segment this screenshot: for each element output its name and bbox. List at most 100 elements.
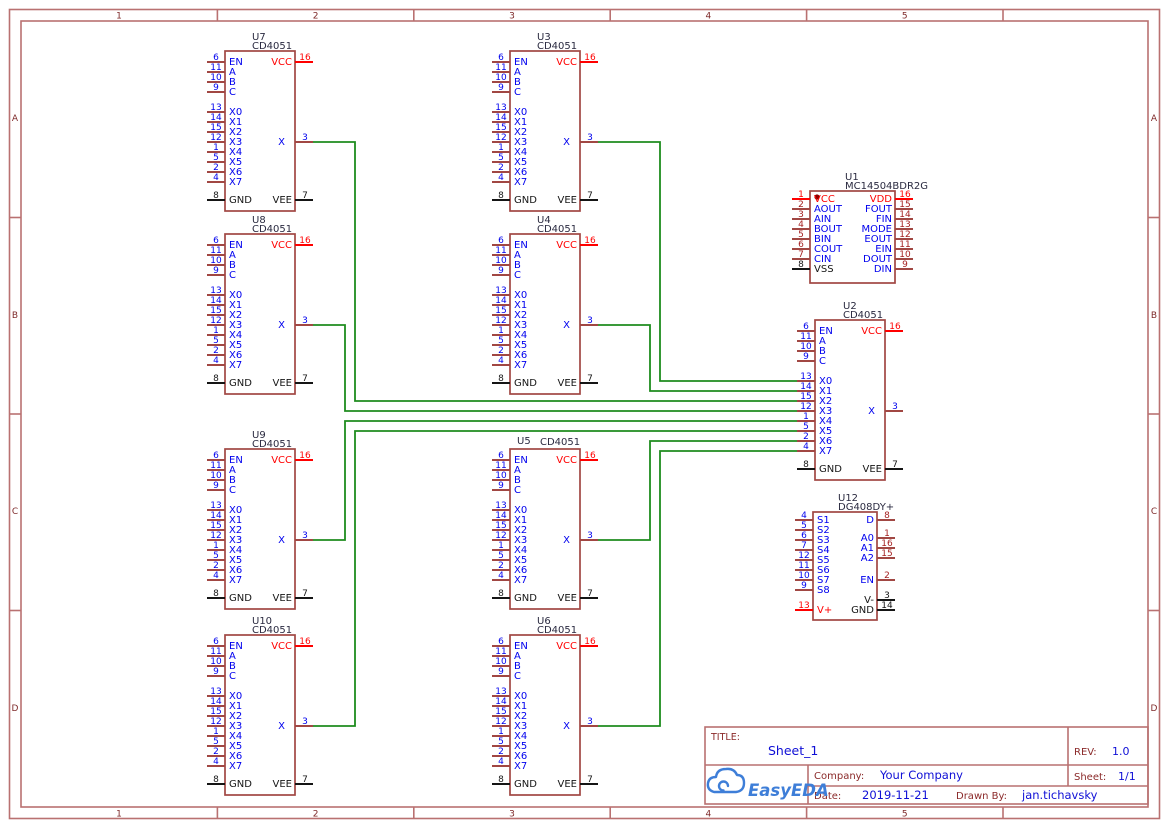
- pin-3-X[interactable]: 3X: [278, 133, 313, 148]
- pin-3-X[interactable]: 3X: [868, 402, 903, 417]
- component-body[interactable]: [812, 511, 878, 621]
- component-ref[interactable]: U9: [252, 430, 266, 441]
- component-ref[interactable]: U10: [252, 616, 272, 627]
- component-body[interactable]: [509, 634, 581, 796]
- component-value[interactable]: CD4051: [252, 439, 292, 450]
- title-value[interactable]: Sheet_1: [768, 743, 818, 758]
- pin-3-X[interactable]: 3X: [563, 316, 598, 331]
- wire-U10.X-to-U2.X5[interactable]: [313, 430, 797, 727]
- component-value[interactable]: DG408DY+: [838, 502, 894, 513]
- component-body[interactable]: [224, 634, 296, 796]
- component-value[interactable]: CD4051: [540, 437, 580, 448]
- pin-3-X[interactable]: 3X: [563, 717, 598, 732]
- pin-1-A0[interactable]: 1A0: [861, 529, 895, 544]
- component-body[interactable]: [224, 233, 296, 395]
- company-value[interactable]: Your Company: [879, 768, 963, 782]
- component-value[interactable]: CD4051: [252, 224, 292, 235]
- wire-U3.X-to-U2.X0[interactable]: [598, 141, 797, 382]
- component-value[interactable]: CD4051: [252, 625, 292, 636]
- wire-U6.X-to-U2.X7[interactable]: [598, 450, 797, 727]
- date-value[interactable]: 2019-11-21: [862, 788, 929, 802]
- pin-3-X[interactable]: 3X: [278, 531, 313, 546]
- component-ref[interactable]: U7: [252, 32, 266, 43]
- component-ref[interactable]: U6: [537, 616, 551, 627]
- component-ref[interactable]: U1: [845, 172, 859, 183]
- wire-U5.X-to-U2.X6[interactable]: [598, 440, 797, 541]
